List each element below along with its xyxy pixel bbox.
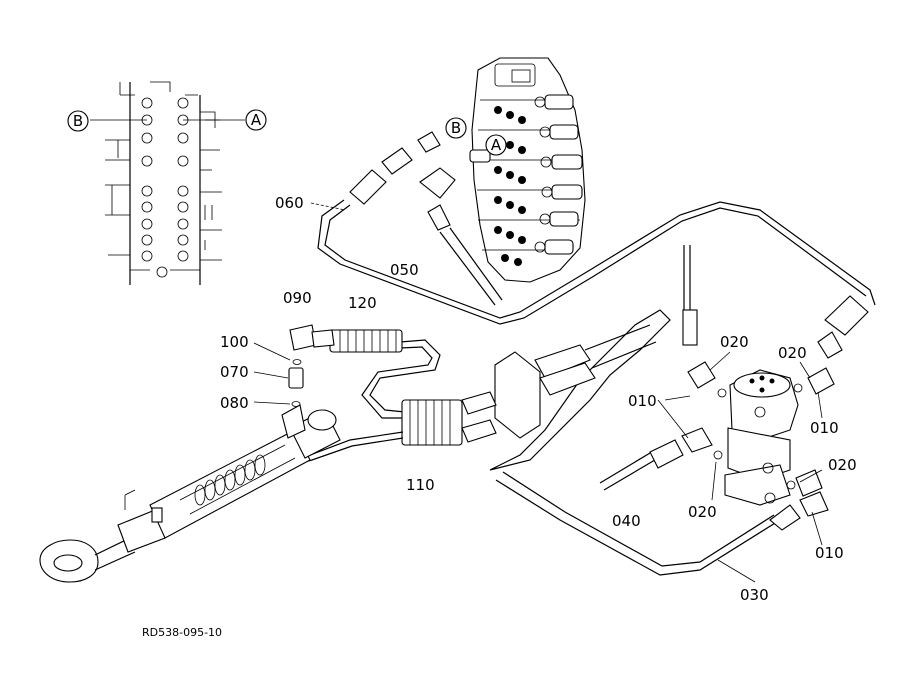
label-010-b: 010 [810, 419, 839, 437]
drawing-reference: RD538-095-10 [142, 626, 222, 639]
hose-050 [439, 227, 503, 306]
label-120: 120 [348, 294, 377, 312]
label-020-d: 020 [688, 503, 717, 521]
valve-schematic-inset [90, 81, 245, 285]
label-020-a: 020 [720, 333, 749, 351]
label-070: 070 [220, 363, 249, 381]
control-valve-assembly [469, 57, 586, 283]
fitting-090 [289, 324, 335, 351]
swivel-joint [724, 369, 799, 506]
svg-text:B: B [73, 112, 83, 130]
label-040: 040 [612, 512, 641, 530]
label-020-b: 020 [778, 344, 807, 362]
hose-120 [329, 329, 441, 419]
label-010-a: 010 [628, 392, 657, 410]
callout-a-valve: A [485, 134, 507, 156]
hose-fitting-050 [419, 167, 456, 231]
hydraulic-cylinder [39, 404, 341, 583]
callout-a-inset: A [245, 109, 267, 131]
hose-060 [317, 199, 876, 359]
label-050: 050 [390, 261, 419, 279]
label-030: 030 [740, 586, 769, 604]
fittings-right [681, 361, 835, 517]
label-090: 090 [283, 289, 312, 307]
label-080: 080 [220, 394, 249, 412]
label-110: 110 [406, 476, 435, 494]
hose-030 [495, 471, 801, 576]
svg-text:B: B [451, 119, 461, 137]
hose-040 [489, 245, 698, 491]
hose-fitting-060 [349, 131, 441, 205]
fitting-100-070-080 [288, 359, 304, 407]
manifold-block [461, 324, 657, 443]
svg-text:A: A [251, 111, 262, 129]
part-labels: 060 050 090 120 100 070 080 110 040 030 … [220, 194, 857, 604]
callout-b-valve: B [445, 117, 467, 139]
label-020-c: 020 [828, 456, 857, 474]
callout-b-inset: B [67, 110, 89, 132]
svg-text:A: A [491, 136, 502, 154]
label-100: 100 [220, 333, 249, 351]
leader-lines [253, 202, 823, 583]
label-060: 060 [275, 194, 304, 212]
label-010-c: 010 [815, 544, 844, 562]
